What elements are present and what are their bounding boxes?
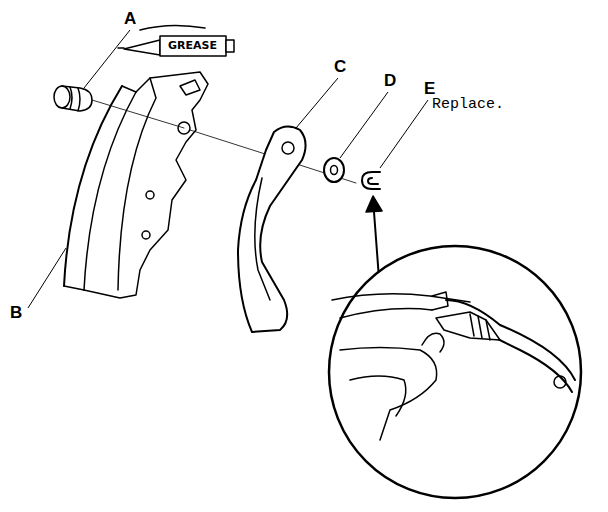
note-text: Replace. [432, 97, 504, 112]
pivot-pin [54, 86, 92, 111]
callout-letter: E [424, 80, 435, 97]
u-clip [362, 172, 380, 189]
leader-lines [28, 30, 428, 308]
callout-letter: C [334, 58, 346, 75]
detail-view [329, 246, 581, 498]
parking-lever [238, 126, 306, 332]
grease-label: GREASE [168, 40, 217, 51]
brake-shoe [64, 72, 208, 298]
wave-washer [324, 158, 344, 182]
callout-letter: B [10, 304, 22, 321]
callout-letter: A [124, 10, 136, 27]
callout-letter: D [384, 72, 396, 89]
grease-tube [118, 25, 234, 56]
